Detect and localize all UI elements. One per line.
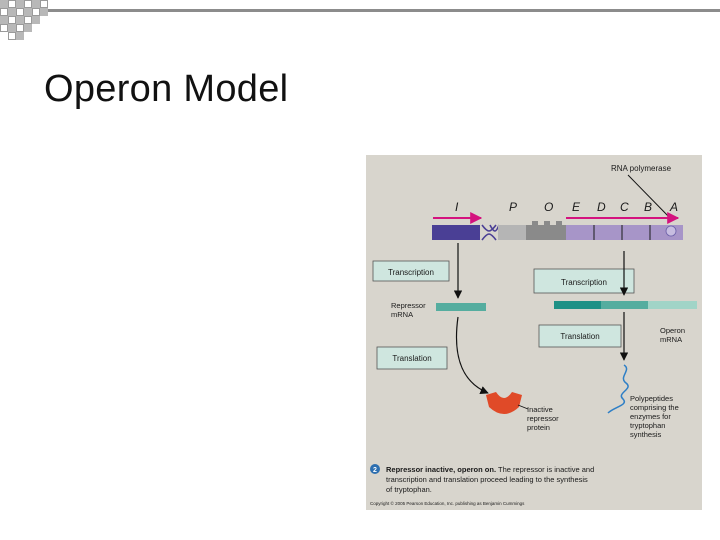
operon-mrna-label: Operon mRNA (660, 326, 687, 344)
operator-segment (526, 221, 566, 240)
caption-step-number: 2 (373, 467, 377, 474)
right-transcription-box (533, 268, 635, 294)
right-transcription-label: Transcription (561, 278, 607, 287)
operon-mrna-segment-dark (554, 301, 601, 309)
rna-polymerase-label: RNA polymerase (611, 164, 672, 173)
slide-title: Operon Model (44, 68, 289, 110)
polypeptides-label: Polypeptides comprising the enzymes for … (630, 394, 681, 439)
inactive-repressor-label: Inactive repressor protein (527, 405, 561, 432)
gene-label-p: P (509, 200, 517, 214)
operon-mrna-segment-mid (601, 301, 648, 309)
caption-step-badge (370, 464, 380, 474)
copyright-notice: Copyright © 2005 Pearson Education, Inc.… (370, 500, 525, 506)
slide-checker-pattern (0, 0, 720, 40)
structural-genes-segment (566, 225, 683, 240)
gene-label-a: A (669, 200, 678, 214)
rna-polymerase-marker (665, 225, 677, 237)
left-transcription-label: Transcription (388, 268, 434, 277)
repressor-mrna-label: Repressor mRNA (391, 301, 428, 319)
gene-label-o: O (544, 200, 553, 214)
left-transcription-box (372, 260, 450, 282)
caption-line-3: of tryptophan. (386, 485, 432, 494)
left-translation-label: Translation (392, 354, 431, 363)
caption-line-1: Repressor inactive, operon on. The repre… (386, 465, 594, 474)
operon-figure: RNA polymerase I P O E D C B A Transcrip… (366, 155, 702, 510)
right-translation-label: Translation (560, 332, 599, 341)
inactive-repressor-protein (486, 392, 522, 414)
gene-label-e: E (572, 200, 581, 214)
operon-mrna-segment-light (648, 301, 697, 309)
gene-label-b: B (644, 200, 652, 214)
regulator-gene-segment (432, 225, 480, 240)
right-translation-box (538, 324, 622, 348)
promoter-segment (498, 225, 526, 240)
repressor-protein-pointer (517, 404, 529, 410)
repressor-mrna-strand (436, 303, 486, 311)
gene-label-d: D (597, 200, 606, 214)
rna-polymerase-pointer (627, 174, 672, 220)
gene-label-i: I (455, 200, 459, 214)
polypeptide-chain (607, 364, 629, 414)
left-translation-box (376, 346, 448, 370)
gene-label-c: C (620, 200, 629, 214)
repressor-translation-curved-arrow (455, 316, 489, 394)
figure-panel-background (366, 155, 702, 510)
caption-line-2: transcription and translation proceed le… (386, 475, 588, 484)
